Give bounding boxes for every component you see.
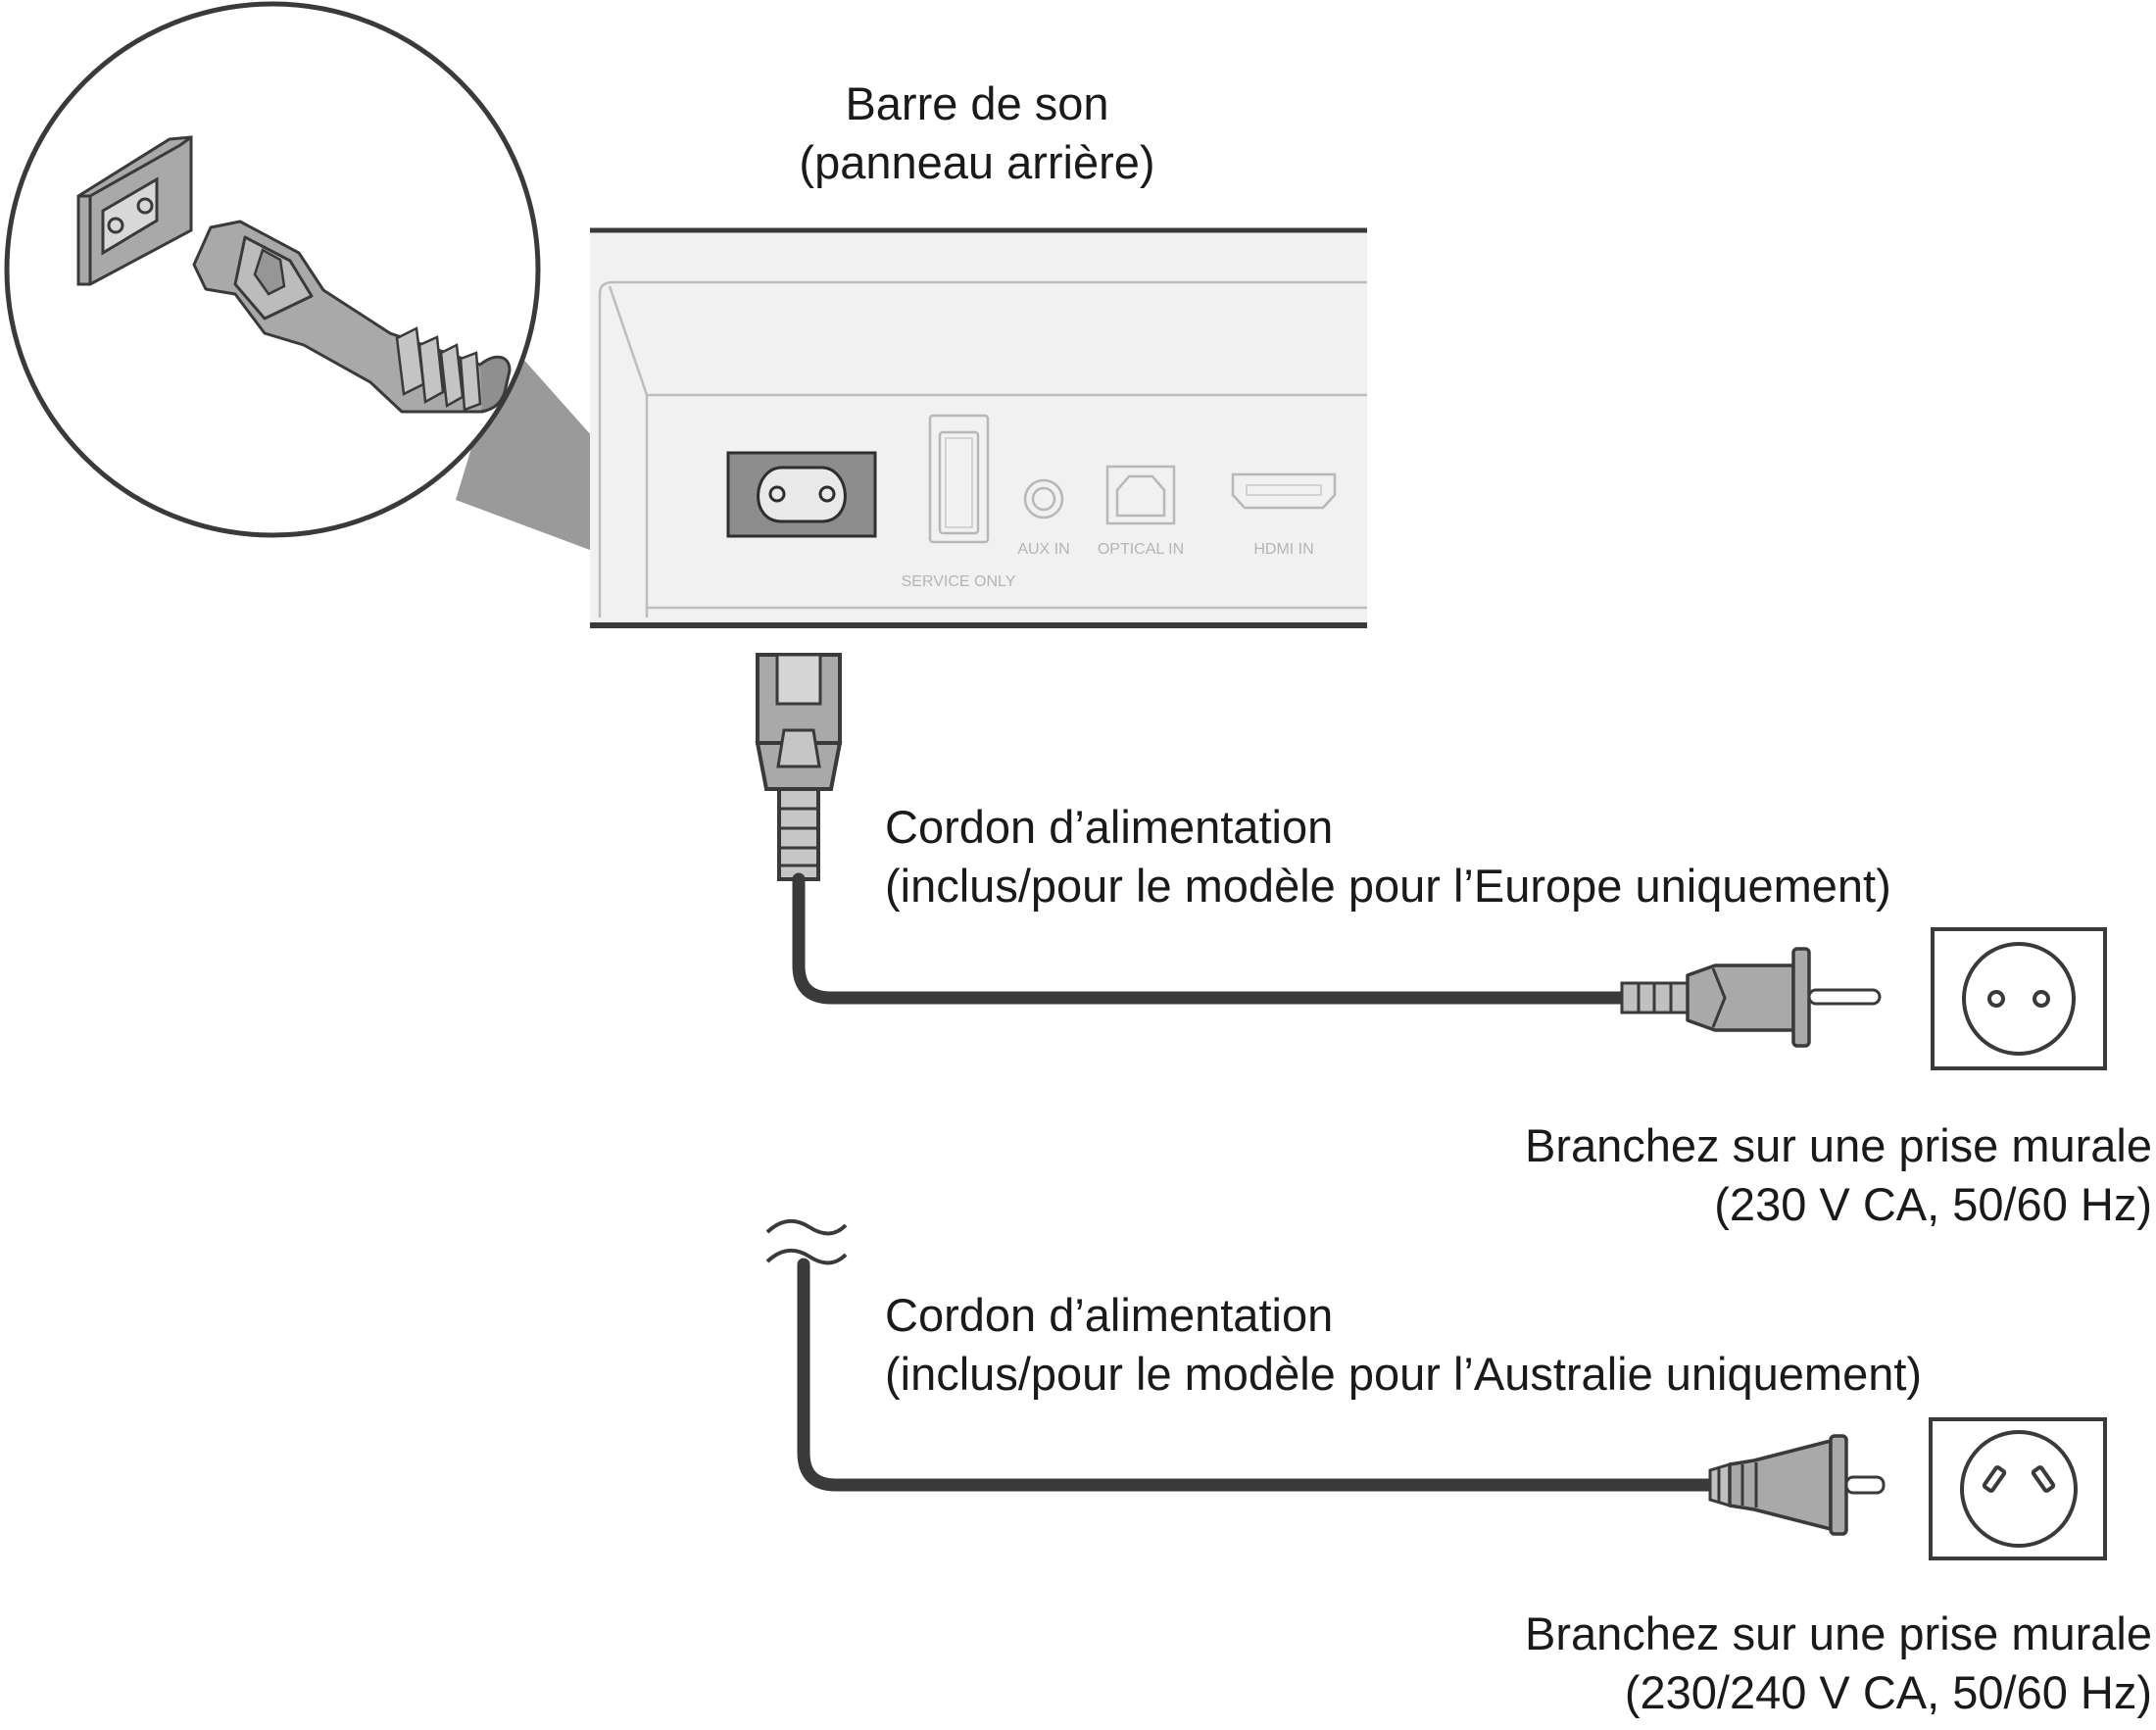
soundbar-subtitle: (panneau arrière) [799, 136, 1154, 188]
australia-outlet-instruction: Branchez sur une prise murale [1525, 1607, 2152, 1659]
australia-cord-title: Cordon d’alimentation [885, 1289, 1333, 1341]
hdmi-in-port [1231, 472, 1337, 510]
australia-outlet-spec: (230/240 V CA, 50/60 Hz) [1625, 1666, 2152, 1718]
optical-in-label: OPTICAL IN [1098, 541, 1184, 558]
europe-cord-title: Cordon d’alimentation [885, 801, 1333, 853]
europe-outlet-instruction: Branchez sur une prise murale [1525, 1119, 2152, 1171]
europe-plug [1620, 947, 1882, 1048]
europe-cord [792, 872, 1634, 1005]
europe-wall-outlet [1931, 927, 2107, 1070]
service-usb-port [928, 414, 990, 544]
cable-break-symbol [765, 1218, 848, 1265]
australia-plug [1708, 1434, 1886, 1536]
soundbar-title: Barre de son [845, 77, 1108, 129]
soundbar-rear-panel: SERVICE ONLY AUX IN OPTICAL IN HDMI IN [590, 227, 1367, 628]
ac-inlet-port [726, 451, 877, 538]
aux-in-label: AUX IN [1017, 541, 1069, 558]
aux-in-port [1023, 478, 1064, 519]
europe-outlet-spec: (230 V CA, 50/60 Hz) [1714, 1178, 2152, 1230]
europe-cord-note: (inclus/pour le modèle pour l’Europe uni… [885, 860, 1891, 912]
zoom-detail-circle [4, 1, 541, 538]
iec-c7-connector [755, 653, 843, 881]
optical-in-port [1105, 465, 1176, 525]
australia-cord [797, 1258, 1722, 1492]
hdmi-in-label: HDMI IN [1253, 541, 1313, 558]
service-only-label: SERVICE ONLY [902, 573, 1016, 590]
australia-cord-note: (inclus/pour le modèle pour l’Australie … [885, 1348, 1922, 1400]
australia-wall-outlet [1929, 1417, 2107, 1560]
